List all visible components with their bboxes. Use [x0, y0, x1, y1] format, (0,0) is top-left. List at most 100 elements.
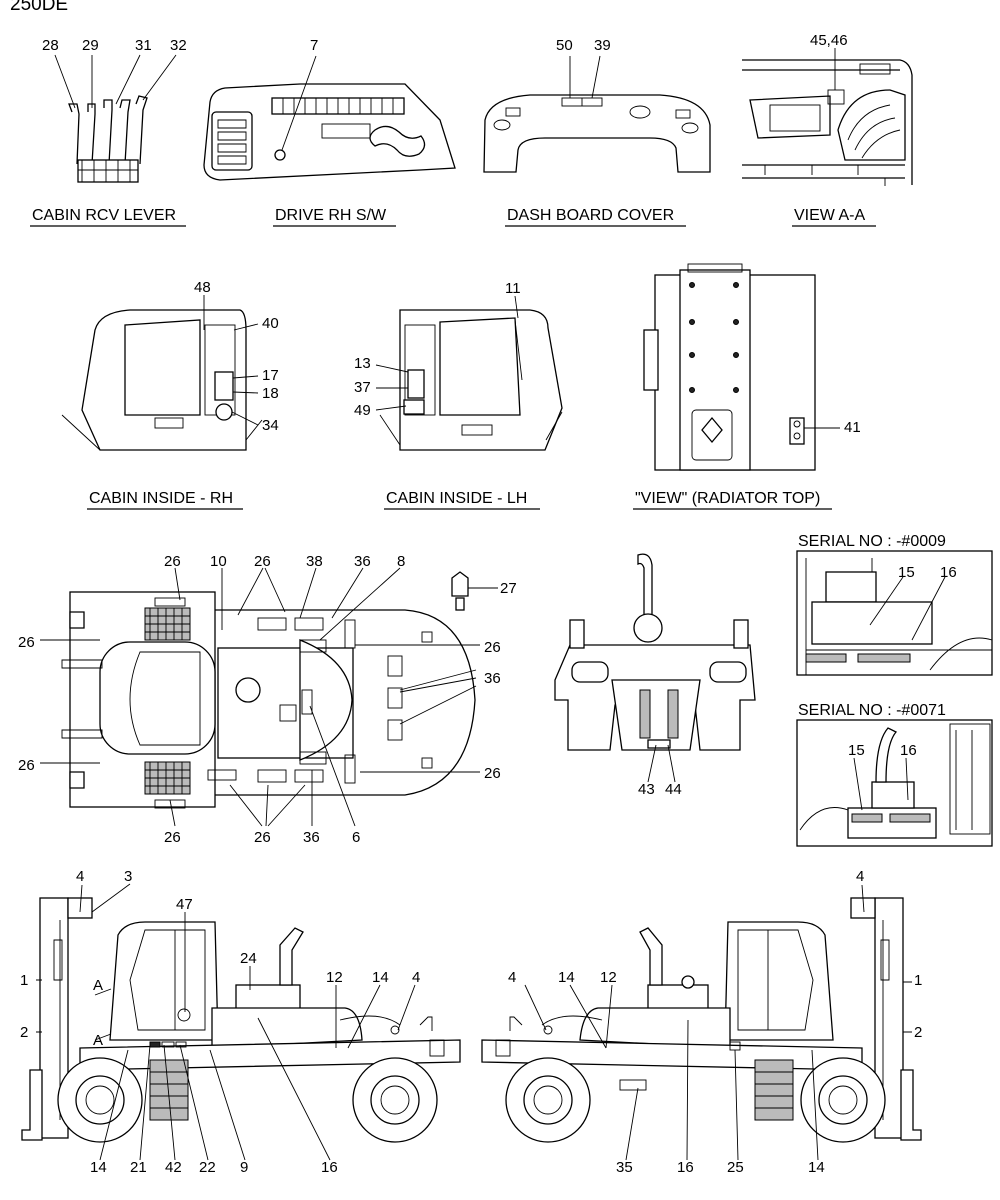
view-a-a-drawing: [742, 48, 913, 186]
callout-7: 7: [310, 37, 318, 54]
callout-2-right: 2: [914, 1024, 922, 1041]
callout-4-left-mast: 4: [76, 868, 84, 885]
callout-29: 29: [82, 37, 99, 54]
callout-12-right: 12: [600, 969, 617, 986]
callout-43: 43: [638, 781, 655, 798]
serial-0009-label: SERIAL NO : -#0009: [798, 533, 946, 550]
callout-16-right: 16: [677, 1159, 694, 1176]
right-side-drawing: [481, 884, 922, 1161]
callout-42: 42: [165, 1159, 182, 1176]
callout-26-top-left: 26: [164, 553, 181, 570]
radiator-drawing: [643, 263, 840, 471]
callout-27: 27: [500, 580, 517, 597]
callout-1-left: 1: [20, 972, 28, 989]
view-radiator-top-view: 41 "VIEW" (RADIATOR TOP): [633, 263, 861, 510]
callout-14-left-lower: 14: [90, 1159, 107, 1176]
drive-switch-panel-drawing: [203, 55, 456, 181]
callout-26-left-lower: 26: [18, 757, 35, 774]
callout-36-top: 36: [354, 553, 371, 570]
caption-cabin-inside-rh: CABIN INSIDE - RH: [89, 490, 233, 507]
callout-44: 44: [665, 781, 682, 798]
callout-11: 11: [505, 280, 521, 297]
callout-6: 6: [352, 829, 360, 846]
callout-18: 18: [262, 385, 279, 402]
callout-10: 10: [210, 553, 227, 570]
callout-26-bottom-mid: 26: [254, 829, 271, 846]
dash-cover-drawing: [483, 55, 711, 173]
top-view-drawing: [40, 567, 498, 827]
dash-board-cover-view: 50 39 DASH BOARD COVER: [483, 37, 711, 227]
callout-38: 38: [306, 553, 323, 570]
callout-8: 8: [397, 553, 405, 570]
rear-view: 43 44: [554, 553, 756, 798]
callout-48: 48: [194, 279, 211, 296]
cabin-inside-rh-drawing: [61, 295, 263, 451]
callout-49: 49: [354, 402, 371, 419]
callout-17: 17: [262, 367, 279, 384]
callout-36-bottom: 36: [303, 829, 320, 846]
caption-cabin-rcv-lever: CABIN RCV LEVER: [32, 207, 176, 224]
callout-40: 40: [262, 315, 279, 332]
callout-4-left-rear: 4: [412, 969, 420, 986]
callout-47: 47: [176, 896, 193, 913]
callout-16-s0071: 16: [900, 742, 917, 759]
callout-15-s0009: 15: [898, 564, 915, 581]
callout-3: 3: [124, 868, 132, 885]
right-side-view: 4 1 2 4 14 12 35 16 25 14: [481, 868, 922, 1176]
callout-28: 28: [42, 37, 59, 54]
caption-dash-board-cover: DASH BOARD COVER: [507, 207, 674, 224]
serial-0071-drawing: [796, 719, 993, 847]
view-a-a-view: 45,46 VIEW A-A: [742, 32, 913, 227]
callout-32: 32: [170, 37, 187, 54]
serial-0071-label: SERIAL NO : -#0071: [798, 702, 946, 719]
callout-26-bottom-left: 26: [164, 829, 181, 846]
caption-view-a-a: VIEW A-A: [794, 207, 865, 224]
callout-24: 24: [240, 950, 257, 967]
callout-37: 37: [354, 379, 371, 396]
left-side-drawing: [21, 883, 461, 1161]
callout-50: 50: [556, 37, 573, 54]
callout-31: 31: [135, 37, 152, 54]
callout-21: 21: [130, 1159, 147, 1176]
serial-0071-view: SERIAL NO : -#0071 15 16: [796, 702, 993, 847]
callout-26-right-upper: 26: [484, 639, 501, 656]
cabin-inside-lh-drawing: [375, 295, 563, 451]
callout-4-right-mast: 4: [856, 868, 864, 885]
callout-14-right-upper: 14: [558, 969, 575, 986]
callout-1-right: 1: [914, 972, 922, 989]
callout-35: 35: [616, 1159, 633, 1176]
callout-14-right-lower: 14: [808, 1159, 825, 1176]
callout-26-left-upper: 26: [18, 634, 35, 651]
cabin-inside-lh-view: 11 13 37 49 CABIN INSIDE - LH: [354, 280, 563, 510]
callout-22: 22: [199, 1159, 216, 1176]
top-plan-view: 26 10 26 38 36 8 27 26 26 36 26 26 26 26…: [18, 553, 517, 846]
callout-34: 34: [262, 417, 279, 434]
caption-view-radiator-top: "VIEW" (RADIATOR TOP): [635, 490, 820, 507]
cabin-rcv-lever-view: 28 29 31 32 CABIN RCV LEVER: [30, 37, 187, 227]
caption-drive-rh-sw: DRIVE RH S/W: [275, 207, 387, 224]
rcv-lever-drawing: [54, 54, 177, 183]
view-marker-a-lower: A: [93, 1032, 103, 1049]
callout-12-left: 12: [326, 969, 343, 986]
callout-9: 9: [240, 1159, 248, 1176]
serial-0009-drawing: [796, 550, 993, 676]
caption-cabin-inside-lh: CABIN INSIDE - LH: [386, 490, 527, 507]
callout-45-46: 45,46: [810, 32, 848, 49]
drive-rh-sw-view: 7 DRIVE RH S/W: [203, 37, 456, 227]
callout-13: 13: [354, 355, 371, 372]
callout-2-left: 2: [20, 1024, 28, 1041]
callout-15-s0071: 15: [848, 742, 865, 759]
view-marker-a-upper: A: [93, 977, 103, 994]
callout-14-left-upper: 14: [372, 969, 389, 986]
callout-36-right: 36: [484, 670, 501, 687]
callout-16-s0009: 16: [940, 564, 957, 581]
callout-4-right-rear: 4: [508, 969, 516, 986]
callout-41: 41: [844, 419, 861, 436]
diagram-title: 250DE: [10, 0, 68, 15]
callout-25: 25: [727, 1159, 744, 1176]
callout-26-top-mid: 26: [254, 553, 271, 570]
callout-16-left: 16: [321, 1159, 338, 1176]
rear-view-drawing: [554, 553, 756, 783]
cabin-inside-rh-view: 48 40 17 18 34 CABIN INSIDE - RH: [61, 279, 279, 510]
